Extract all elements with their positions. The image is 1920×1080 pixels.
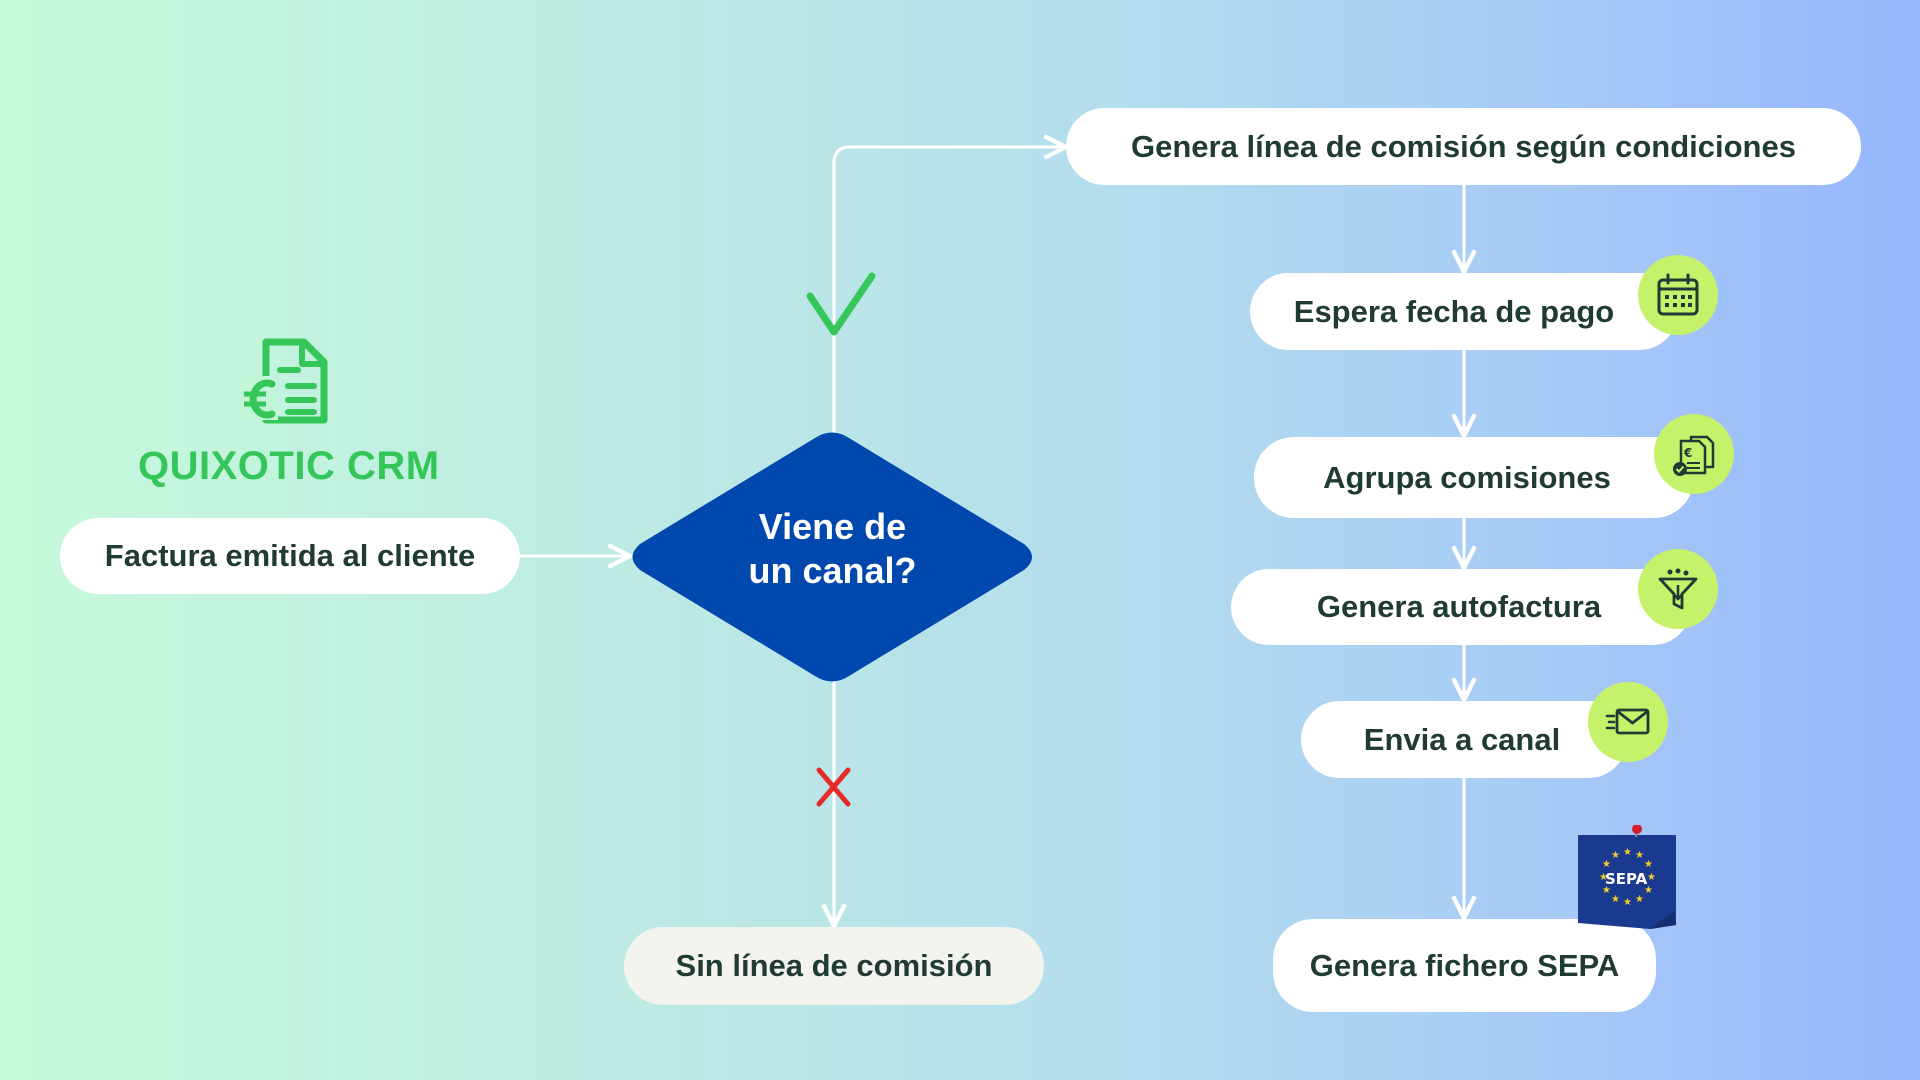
connector-decision-yes [832,147,1066,433]
calendar-icon-badge [1638,255,1718,335]
decision-label-line2: un canal? [748,550,917,591]
funnel-icon-badge [1638,549,1718,629]
step-send-to-channel: Envia a canal [1301,701,1627,778]
step-label: Genera fichero SEPA [1309,947,1620,983]
decision-label: Viene de un canal? [630,505,1035,593]
step-group-commissions: Agrupa comisiones [1254,437,1694,518]
step-label: Genera autofactura [1316,589,1602,624]
documents-icon-badge: € [1654,414,1734,494]
step-generate-sepa-file: Genera fichero SEPA [1273,919,1656,1012]
svg-text:★: ★ [1623,897,1632,908]
svg-text:€: € [1683,446,1692,460]
decision-label-line1: Viene de [758,506,907,547]
svg-text:★: ★ [1599,872,1608,883]
start-node-label: Factura emitida al cliente [104,538,476,573]
check-icon [806,272,876,336]
no-result-node: Sin línea de comisión [624,927,1044,1005]
start-node: Factura emitida al cliente [60,518,520,594]
step-generate-self-invoice: Genera autofactura [1231,569,1691,645]
decision-node [632,432,1032,682]
svg-text:★: ★ [1602,859,1611,870]
step-label: Espera fecha de pago [1293,293,1615,329]
svg-text:★: ★ [1611,894,1620,905]
calendar-icon [1657,273,1699,316]
step-wait-payment-date: Espera fecha de pago [1250,273,1678,350]
cross-icon [816,767,851,807]
svg-text:★: ★ [1635,894,1644,905]
svg-text:★: ★ [1602,885,1611,896]
sepa-logo-text: SEPA [1605,870,1648,888]
envelope-icon-badge [1588,682,1668,762]
svg-text:★: ★ [1647,872,1656,883]
step-generate-commission-line: Genera línea de comisión según condicion… [1066,108,1861,185]
envelope-icon [1605,708,1650,735]
no-result-label: Sin línea de comisión [675,948,993,983]
sepa-flag: ★★★ ★★★ ★★★ ★★★ SEPA [1578,825,1676,929]
svg-text:★: ★ [1644,885,1653,896]
documents-icon: € [1673,435,1715,476]
svg-text:★: ★ [1644,859,1653,870]
step-label: Genera línea de comisión según condicion… [1131,128,1796,164]
svg-text:★: ★ [1623,847,1632,858]
brand-name: QUIXOTIC CRM [138,444,440,488]
step-label: Agrupa comisiones [1323,459,1611,495]
svg-text:★: ★ [1611,850,1620,861]
funnel-icon [1658,568,1698,610]
euro-invoice-icon [240,338,328,424]
step-label: Envia a canal [1363,721,1561,757]
svg-text:★: ★ [1635,850,1644,861]
